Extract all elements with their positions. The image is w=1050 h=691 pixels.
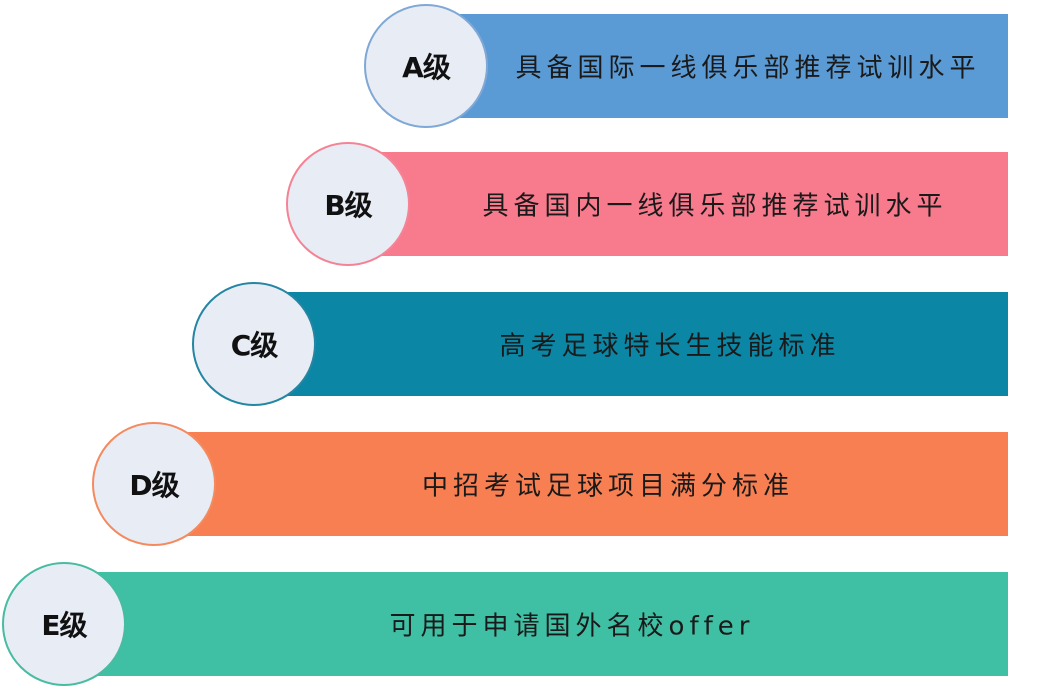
level-label-d: D级 — [129, 469, 179, 502]
level-label-c: C级 — [230, 329, 279, 362]
level-badge-a: A级 — [364, 4, 488, 128]
level-description-c: 高考足球特长生技能标准 — [499, 331, 841, 362]
level-badge-d: D级 — [92, 422, 216, 546]
level-description-a: 具备国际一线俱乐部推荐试训水平 — [515, 53, 981, 84]
level-badge-c: C级 — [192, 282, 316, 406]
level-description-d: 中招考试足球项目满分标准 — [421, 471, 795, 502]
level-badge-b: B级 — [286, 142, 410, 266]
level-bar-a: 具备国际一线俱乐部推荐试训水平 — [438, 14, 1008, 118]
level-description-b: 具备国内一线俱乐部推荐试训水平 — [482, 191, 948, 222]
level-description-e: 可用于申请国外名校offer — [389, 611, 755, 642]
level-bar-c: 高考足球特长生技能标准 — [256, 292, 1008, 396]
level-label-e: E级 — [41, 609, 87, 642]
level-bar-d: 中招考试足球项目满分标准 — [158, 432, 1008, 536]
level-label-a: A级 — [402, 51, 451, 84]
level-label-b: B级 — [324, 189, 372, 222]
level-bar-e: 可用于申请国外名校offer — [64, 572, 1008, 676]
level-bar-b: 具备国内一线俱乐部推荐试训水平 — [348, 152, 1008, 256]
level-badge-e: E级 — [2, 562, 126, 686]
